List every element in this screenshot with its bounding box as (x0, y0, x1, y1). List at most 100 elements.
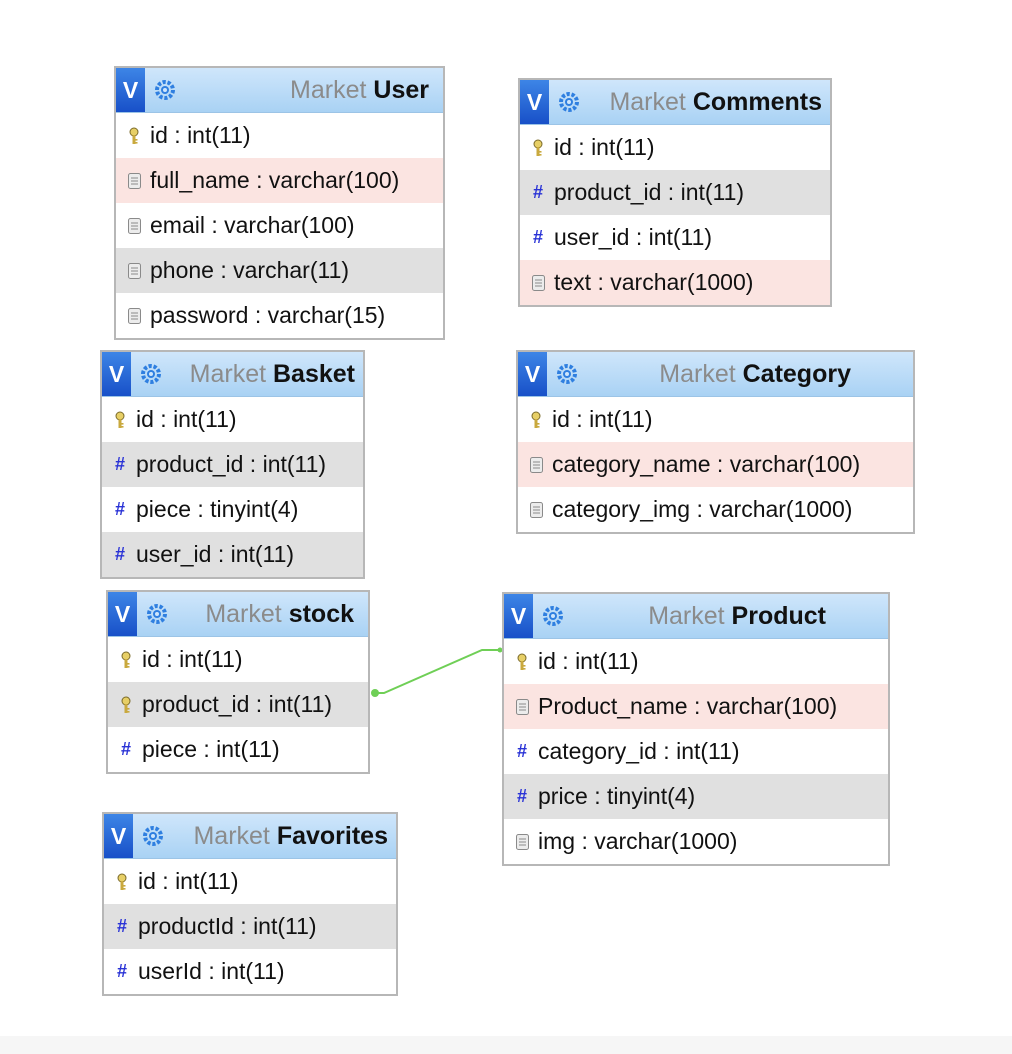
table-title: Market Favorites (193, 814, 388, 858)
field-row[interactable]: id : int(11) (520, 125, 830, 170)
toggle-button[interactable]: V (520, 80, 549, 124)
text-field-icon (530, 274, 546, 291)
numeric-field-icon: # (120, 739, 131, 759)
table-title: Market Comments (609, 80, 822, 124)
field-row[interactable]: img : varchar(1000) (504, 819, 888, 864)
table-name: Favorites (276, 822, 388, 850)
field-label: category_id : int(11) (538, 738, 740, 764)
table-user[interactable]: V Market User id : int(11) full_name : v… (114, 66, 445, 340)
table-name: Comments (692, 88, 822, 116)
field-label: category_name : varchar(100) (552, 451, 861, 477)
db-name: Market (609, 88, 686, 116)
table-header[interactable]: V Market Product (504, 594, 888, 639)
field-row[interactable]: full_name : varchar(100) (116, 158, 443, 203)
field-row[interactable]: id : int(11) (116, 113, 443, 158)
field-row[interactable]: password : varchar(15) (116, 293, 443, 338)
table-header[interactable]: V Market User (116, 68, 443, 113)
numeric-field-icon: # (516, 741, 527, 761)
text-field-icon (126, 262, 142, 279)
table-title: Market User (290, 68, 429, 112)
db-name: Market (189, 360, 267, 388)
toggle-button[interactable]: V (102, 352, 131, 396)
field-row[interactable]: category_img : varchar(1000) (518, 487, 913, 532)
relation-endpoint-product (497, 647, 503, 653)
field-row[interactable]: product_id : int(11) (108, 682, 368, 727)
table-favorites[interactable]: V Market Favorites id : int(11) #product… (102, 812, 398, 996)
field-row[interactable]: #user_id : int(11) (102, 532, 363, 577)
table-name: Category (742, 360, 851, 388)
field-label: category_img : varchar(1000) (552, 496, 853, 522)
gear-icon[interactable] (558, 91, 580, 113)
field-label: img : varchar(1000) (538, 828, 738, 854)
field-label: phone : varchar(11) (150, 257, 350, 283)
gear-icon[interactable] (140, 363, 162, 385)
table-stock[interactable]: V Market stock id : int(11) product_id :… (106, 590, 370, 774)
table-header[interactable]: V Market Favorites (104, 814, 396, 859)
toggle-button[interactable]: V (104, 814, 133, 858)
db-name: Market (648, 602, 725, 630)
table-comments[interactable]: V Market Comments id : int(11) #product_… (518, 78, 832, 307)
field-row[interactable]: #price : tinyint(4) (504, 774, 888, 819)
text-field-icon (126, 172, 142, 189)
field-row[interactable]: #userId : int(11) (104, 949, 396, 994)
text-field-icon (514, 698, 530, 715)
table-header[interactable]: V Market stock (108, 592, 368, 637)
toggle-button[interactable]: V (108, 592, 137, 636)
field-label: user_id : int(11) (554, 224, 713, 250)
relation-line-stock-product (372, 649, 500, 694)
text-field-icon (126, 307, 142, 324)
gear-icon[interactable] (542, 605, 564, 627)
gear-icon[interactable] (556, 363, 578, 385)
numeric-field-icon: # (114, 499, 125, 519)
field-label: id : int(11) (538, 648, 639, 674)
numeric-field-icon: # (532, 182, 543, 202)
key-icon (118, 696, 134, 714)
numeric-field-icon: # (116, 961, 127, 981)
field-row[interactable]: #product_id : int(11) (102, 442, 363, 487)
field-row[interactable]: id : int(11) (504, 639, 888, 684)
table-product[interactable]: V Market Product id : int(11) Product_na… (502, 592, 890, 866)
table-name: stock (288, 600, 354, 628)
table-title: Market stock (205, 592, 354, 636)
field-row[interactable]: # piece : int(11) (108, 727, 368, 772)
field-row[interactable]: id : int(11) (102, 397, 363, 442)
field-row[interactable]: id : int(11) (104, 859, 396, 904)
table-title: Market Basket (190, 352, 355, 396)
key-icon (514, 653, 530, 671)
field-label: product_id : int(11) (142, 691, 333, 717)
field-row[interactable]: #user_id : int(11) (520, 215, 830, 260)
gear-icon[interactable] (146, 603, 168, 625)
table-name: Basket (273, 360, 355, 388)
field-label: id : int(11) (554, 134, 655, 160)
table-name: User (373, 76, 429, 104)
field-row[interactable]: id : int(11) (518, 397, 913, 442)
table-header[interactable]: V Market Category (518, 352, 913, 397)
toggle-button[interactable]: V (518, 352, 547, 396)
table-category[interactable]: V Market Category id : int(11) category_… (516, 350, 915, 534)
field-row[interactable]: # category_id : int(11) (504, 729, 888, 774)
field-row[interactable]: text : varchar(1000) (520, 260, 830, 305)
db-name: Market (659, 360, 736, 388)
toggle-button[interactable]: V (116, 68, 145, 112)
gear-icon[interactable] (154, 79, 176, 101)
field-row[interactable]: id : int(11) (108, 637, 368, 682)
field-row[interactable]: #productId : int(11) (104, 904, 396, 949)
field-row[interactable]: #product_id : int(11) (520, 170, 830, 215)
field-label: id : int(11) (150, 122, 251, 148)
table-name: Product (731, 602, 826, 630)
gear-icon[interactable] (142, 825, 164, 847)
field-row[interactable]: phone : varchar(11) (116, 248, 443, 293)
field-row[interactable]: category_name : varchar(100) (518, 442, 913, 487)
table-header[interactable]: V Market Basket (102, 352, 363, 397)
toggle-button[interactable]: V (504, 594, 533, 638)
field-row[interactable]: email : varchar(100) (116, 203, 443, 248)
field-row[interactable]: Product_name : varchar(100) (504, 684, 888, 729)
table-header[interactable]: V Market Comments (520, 80, 830, 125)
field-label: piece : int(11) (142, 736, 280, 762)
field-label: id : int(11) (136, 406, 237, 432)
table-basket[interactable]: V Market Basket id : int(11) #product_id… (100, 350, 365, 579)
bottom-strip (0, 1036, 1012, 1054)
field-row[interactable]: #piece : tinyint(4) (102, 487, 363, 532)
key-icon (114, 873, 130, 891)
field-label: price : tinyint(4) (538, 783, 696, 809)
